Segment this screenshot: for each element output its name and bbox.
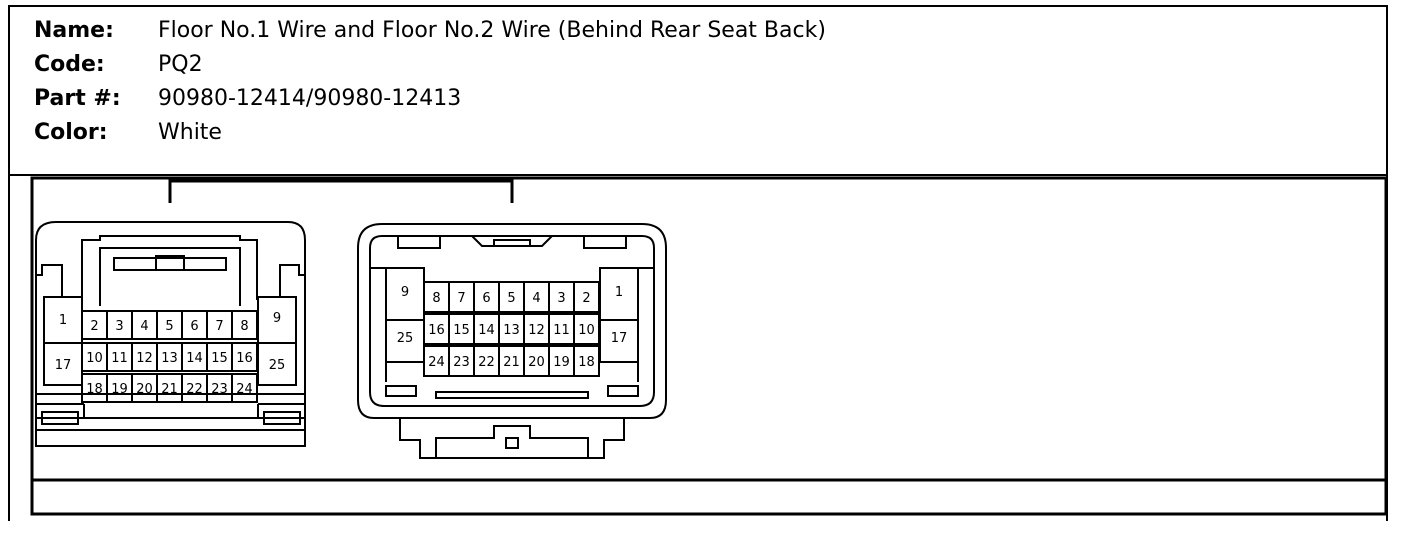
left-connector-pin-16-cell — [231, 342, 258, 372]
right-latch-outline — [399, 418, 625, 459]
left-connector-pin-4-label: 4 — [140, 319, 148, 334]
left-connector-pin-14-label: 14 — [186, 351, 203, 366]
left-side-step-right — [279, 264, 305, 297]
right-connector: 9 25 1 17 8 16 24 7 15 23 6 14 22 5 13 21 4 12 20 3 11 19 2 10 1… — [357, 223, 667, 459]
right-top-key-inner — [493, 239, 531, 247]
left-connector-pin-17-label: 17 — [55, 358, 72, 373]
left-connector-pin-24-cell — [231, 373, 258, 403]
code-label: Code: — [34, 52, 105, 77]
left-connector-pin-9-label: 9 — [273, 311, 281, 326]
right-connector-pin-7-label: 7 — [457, 291, 465, 306]
right-connector-pin-14-label: 14 — [478, 323, 495, 338]
right-connector-pin-20-label: 20 — [528, 355, 545, 370]
left-lock-inner — [99, 247, 241, 306]
left-connector-pin-25-label: 25 — [269, 358, 286, 373]
right-connector-pin-5-label: 5 — [507, 291, 515, 306]
right-connector-pin-22-label: 22 — [478, 355, 495, 370]
right-connector-pin-16-label: 16 — [428, 323, 445, 338]
right-side-step-right — [637, 267, 654, 382]
right-connector-pin-12-label: 12 — [528, 323, 545, 338]
right-connector-pin-17-label: 17 — [611, 331, 628, 346]
right-connector-pin-1-label: 1 — [615, 285, 623, 300]
right-housing-inner — [369, 235, 655, 407]
left-connector-pin-15-label: 15 — [211, 351, 228, 366]
right-connector-pin-19-label: 19 — [553, 355, 570, 370]
left-connector-pin-16-label: 16 — [236, 351, 253, 366]
right-connector-pin-15-label: 15 — [453, 323, 470, 338]
right-bottom-bar — [435, 391, 589, 399]
left-connector-pin-21-label: 21 — [161, 382, 178, 397]
left-connector-pin-1-label: 1 — [59, 313, 67, 328]
right-latch-inner — [435, 425, 589, 458]
left-connector-pin-18-label: 18 — [86, 382, 103, 397]
right-connector-pin-6-label: 6 — [482, 291, 490, 306]
left-lower-foot-right — [263, 411, 301, 425]
left-connector-pin-19-label: 19 — [111, 382, 128, 397]
left-connector-pin-5-label: 5 — [165, 319, 173, 334]
left-connector-pin-8-cell — [231, 310, 258, 340]
part-label: Part #: — [34, 86, 121, 111]
right-connector-pin-10-cell — [573, 313, 600, 345]
left-lock-tab — [113, 257, 227, 271]
left-side-step-left — [36, 264, 63, 297]
left-connector-pin-8-label: 8 — [240, 319, 248, 334]
left-housing-outline — [35, 221, 306, 447]
left-connector: 1 17 9 25 2 10 18 3 11 19 4 12 20 5 13 21 6 14 22 7 15 23 8 16 2… — [35, 221, 306, 447]
left-connector-pin-13-label: 13 — [161, 351, 178, 366]
color-label: Color: — [34, 120, 108, 145]
left-connector-pin-12-label: 12 — [136, 351, 153, 366]
right-connector-pin-25-label: 25 — [397, 331, 414, 346]
right-connector-pin-4-label: 4 — [532, 291, 540, 306]
left-lower-foot-left — [41, 411, 79, 425]
right-connector-pin-23-label: 23 — [453, 355, 470, 370]
left-connector-pin-24-label: 24 — [236, 382, 253, 397]
right-bottom-slot-right — [607, 385, 639, 397]
right-connector-pin-11-label: 11 — [553, 323, 570, 338]
right-connector-pin-2-cell — [573, 281, 600, 313]
right-housing-outline — [357, 223, 667, 419]
right-bottom-slot-left — [385, 385, 417, 397]
left-lock-key — [155, 255, 185, 271]
left-connector-pin-22-label: 22 — [186, 382, 203, 397]
left-connector-pin-23-label: 23 — [211, 382, 228, 397]
part-value: 90980-12414/90980-12413 — [158, 86, 462, 111]
right-top-slot-left — [397, 235, 441, 249]
right-connector-pin-18-cell — [573, 345, 600, 377]
right-connector-pin-10-label: 10 — [578, 323, 595, 338]
drawing-area — [30, 176, 1388, 516]
left-connector-pin-2-label: 2 — [90, 319, 98, 334]
color-value: White — [158, 120, 222, 145]
right-connector-pin-13-label: 13 — [503, 323, 520, 338]
right-top-slot-right — [583, 235, 627, 249]
right-connector-pin-8-label: 8 — [432, 291, 440, 306]
name-label: Name: — [34, 18, 114, 43]
left-connector-pin-6-label: 6 — [190, 319, 198, 334]
right-latch-key — [505, 437, 519, 449]
right-connector-pin-24-label: 24 — [428, 355, 445, 370]
left-connector-pin-20-label: 20 — [136, 382, 153, 397]
left-connector-pin-7-label: 7 — [215, 319, 223, 334]
right-connector-pin-2-label: 2 — [582, 291, 590, 306]
right-connector-pin-18-label: 18 — [578, 355, 595, 370]
left-connector-pin-3-label: 3 — [115, 319, 123, 334]
left-connector-pin-10-label: 10 — [86, 351, 103, 366]
right-side-step-left — [370, 267, 387, 382]
left-connector-pin-11-label: 11 — [111, 351, 128, 366]
name-value: Floor No.1 Wire and Floor No.2 Wire (Beh… — [158, 18, 826, 43]
code-value: PQ2 — [158, 52, 203, 77]
right-connector-pin-21-label: 21 — [503, 355, 520, 370]
connector-pair-bracket — [168, 179, 514, 203]
left-lock-frame — [81, 235, 258, 300]
right-connector-pin-3-label: 3 — [557, 291, 565, 306]
right-connector-pin-9-label: 9 — [401, 285, 409, 300]
